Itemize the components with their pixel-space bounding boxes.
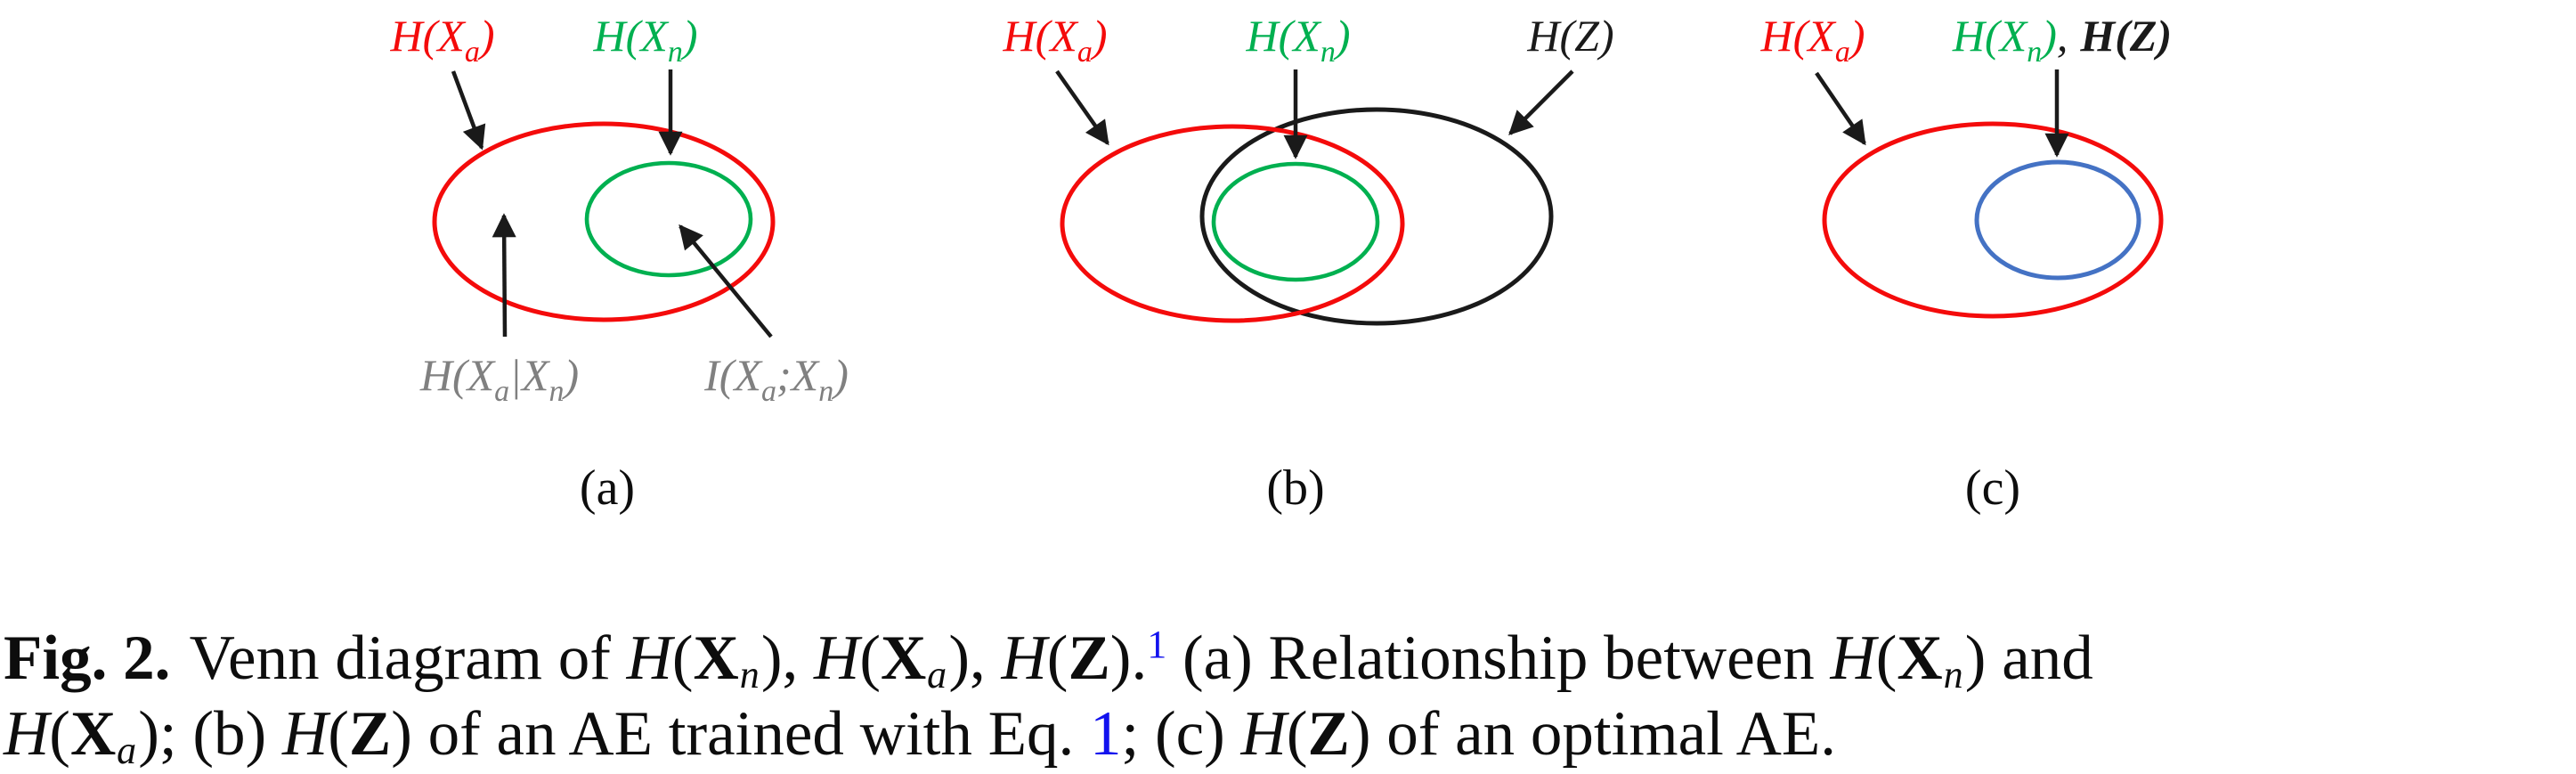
eq-1-ref-link[interactable]: 1: [1090, 699, 1122, 769]
caption-text: (: [1046, 623, 1069, 694]
arrow-mutual-information: [679, 224, 773, 338]
venn-panel-c: H(Xa) H(Xn),H(Z) (c): [1760, 11, 2173, 516]
caption-text: (: [328, 699, 349, 769]
caption-text: a: [117, 728, 137, 772]
h-xa-ellipse: [1822, 121, 2164, 319]
h-xn-ellipse: [1211, 161, 1380, 282]
arrow-to-black-ellipse: [1508, 69, 1574, 135]
caption-text: ) of an optimal AE.: [1349, 699, 1837, 769]
caption-text: H: [814, 623, 860, 694]
mutual-information-label: I(Xa;Xn): [703, 350, 849, 408]
arrow-to-red-ellipse: [1815, 71, 1866, 146]
conditional-entropy-label: H(Xa|Xn): [419, 350, 579, 408]
caption-text: (: [671, 623, 694, 694]
caption-text: Z: [348, 699, 392, 769]
caption-text: ),: [948, 623, 1002, 694]
arrow-to-red-ellipse: [1055, 69, 1109, 146]
h-xn-label: H(Xn): [593, 11, 698, 69]
caption-text: ; (c): [1121, 699, 1241, 769]
caption-text: X: [880, 623, 927, 694]
caption-text: ); (b): [138, 699, 282, 769]
caption-text: H: [281, 699, 329, 769]
caption-text: ),: [760, 623, 815, 694]
h-z-ellipse: [1199, 107, 1554, 326]
caption-text: (: [1286, 699, 1308, 769]
caption-text: H: [626, 623, 672, 694]
h-xn-ellipse: [584, 160, 753, 278]
h-xa-label: H(Xa): [390, 11, 495, 69]
h-xa-label: H(Xa): [1760, 11, 1865, 69]
caption-text: H: [1001, 623, 1047, 694]
caption-text: ) of an AE trained with Eq.: [391, 699, 1091, 769]
caption-line-2: H(Xa); (b) H(Z) of an AE trained with Eq…: [4, 689, 2573, 774]
caption-text: (: [859, 623, 881, 694]
caption-text: Z: [1307, 699, 1350, 769]
caption-text: ): [1964, 623, 1987, 694]
h-xn-label: H(Xn): [1246, 11, 1351, 69]
venn-diagrams: H(Xa) H(Xn) H(Xa|Xn) I(Xa;Xn) (a) H(Xa) …: [390, 11, 2173, 516]
caption-text: (: [1875, 623, 1897, 694]
figure-number: Fig. 2.: [4, 623, 171, 694]
h-z-label: H(Z): [1526, 11, 1613, 61]
caption-text: a: [927, 652, 947, 697]
caption-text: (: [49, 699, 70, 769]
arrow-to-red-ellipse: [451, 70, 486, 151]
caption-line-1: Fig. 2.Venn diagram of H(Xn), H(Xa), H(Z…: [4, 600, 2573, 697]
arrow-conditional-entropy: [492, 213, 516, 338]
caption-text: H: [1830, 623, 1876, 694]
figure-caption: Fig. 2.Venn diagram of H(Xn), H(Xa), H(Z…: [4, 600, 2573, 774]
caption-text: X: [693, 623, 739, 694]
caption-text: H: [4, 699, 50, 769]
h-xa-ellipse: [1060, 124, 1405, 323]
caption-text: X: [1897, 623, 1943, 694]
caption-text: n: [1943, 652, 1963, 697]
caption-text: (a) Relationship between: [1166, 623, 1831, 694]
venn-panel-a: H(Xa) H(Xn) H(Xa|Xn) I(Xa;Xn) (a): [390, 11, 849, 516]
h-xa-label: H(Xa): [1003, 11, 1108, 69]
caption-text: X: [69, 699, 117, 769]
h-xa-ellipse: [432, 121, 776, 322]
panel-b-letter: (b): [1266, 460, 1324, 516]
panel-c-letter: (c): [1965, 460, 2020, 516]
panel-a-letter: (a): [580, 460, 635, 516]
caption-text: n: [739, 652, 760, 697]
venn-panel-b: H(Xa) H(Xn) H(Z) (b): [1003, 11, 1614, 516]
h-xn-h-z-ellipse: [1974, 159, 2141, 281]
caption-text: ).: [1109, 623, 1148, 694]
caption-text: Z: [1068, 623, 1110, 694]
caption-text: Venn diagram of: [189, 623, 627, 694]
footnote-link-1[interactable]: 1: [1147, 623, 1167, 666]
caption-text: and: [1986, 623, 2093, 694]
caption-text: H: [1240, 699, 1287, 769]
h-xn-h-z-label: H(Xn),H(Z): [1952, 11, 2172, 69]
